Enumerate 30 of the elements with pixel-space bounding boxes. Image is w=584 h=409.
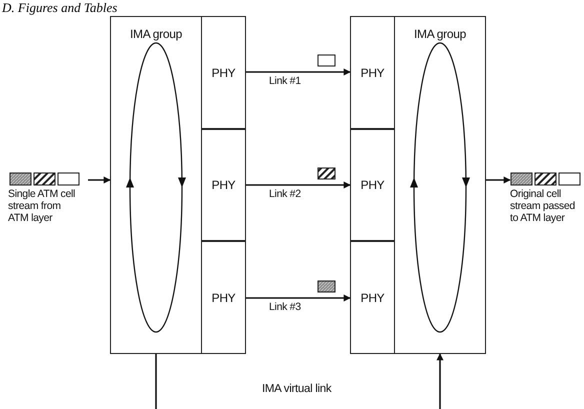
node-label: Single ATM cell stream from ATM layer <box>8 188 76 224</box>
node-label: Original cell stream passed to ATM layer <box>510 188 576 224</box>
edge-label: Link #1 <box>269 75 301 87</box>
connector-line <box>155 354 157 409</box>
arrow <box>246 182 351 188</box>
group-box <box>110 16 202 354</box>
arrow <box>246 294 351 302</box>
box-label: PHY <box>360 290 386 304</box>
arrow <box>88 176 111 184</box>
box-label: PHY <box>360 178 386 192</box>
edge-label: Link #3 <box>269 301 301 313</box>
phy-box <box>350 16 395 129</box>
heading: D. Figures and Tables <box>2 0 118 16</box>
connector-line <box>436 353 444 409</box>
box-label: PHY <box>360 66 386 80</box>
phy-box <box>350 241 395 354</box>
annotation: IMA virtual link <box>262 383 332 395</box>
phy-box <box>201 16 246 129</box>
arrow <box>486 176 511 184</box>
phy-box <box>201 241 246 354</box>
phy-box <box>350 129 395 241</box>
box-label: PHY <box>210 290 236 304</box>
box-label: IMA group <box>413 27 467 41</box>
box-label: IMA group <box>129 27 183 41</box>
edge-label: Link #2 <box>269 188 301 200</box>
group-box <box>394 16 486 354</box>
phy-box <box>201 129 246 241</box>
box-label: PHY <box>210 178 236 192</box>
arrow <box>246 68 351 76</box>
box-label: PHY <box>210 66 236 80</box>
